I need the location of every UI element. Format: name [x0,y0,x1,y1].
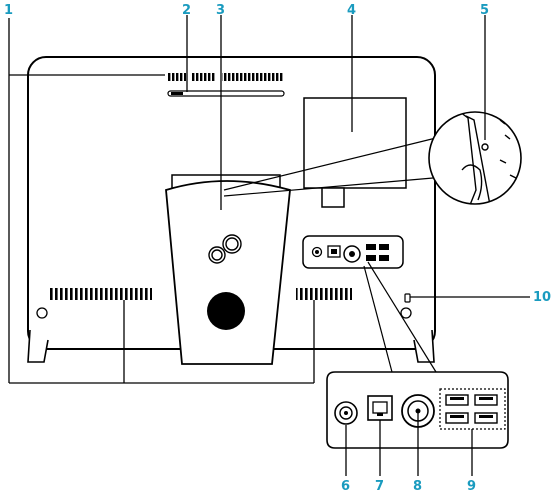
slot-strip [167,90,285,97]
callout-1: 1 [4,3,13,18]
memory-cover [303,97,407,208]
callout-3: 3 [216,3,225,18]
security-slot [404,293,411,303]
callout-5: 5 [480,3,489,18]
callout-6: 6 [341,479,350,494]
callout-labels: 1 2 3 4 5 6 7 8 9 10 [4,3,551,494]
right-vent [296,288,352,300]
callout-9: 9 [467,479,476,494]
callout-10: 10 [533,290,551,305]
callout-leaders [8,15,530,476]
callout-8: 8 [413,479,422,494]
zoom-detail [428,111,522,205]
callout-2: 2 [182,3,191,18]
lan-port [367,395,393,421]
logo-mark [208,234,242,264]
left-vent [50,288,152,300]
zoom-cone [223,136,441,197]
callout-4: 4 [347,3,356,18]
port-panel [302,235,404,269]
stand [165,174,291,365]
callout-7: 7 [375,479,384,494]
port-detail-panel [326,371,509,449]
antenna-port [401,394,435,428]
top-vent [168,73,284,81]
detail-connector [363,261,437,373]
